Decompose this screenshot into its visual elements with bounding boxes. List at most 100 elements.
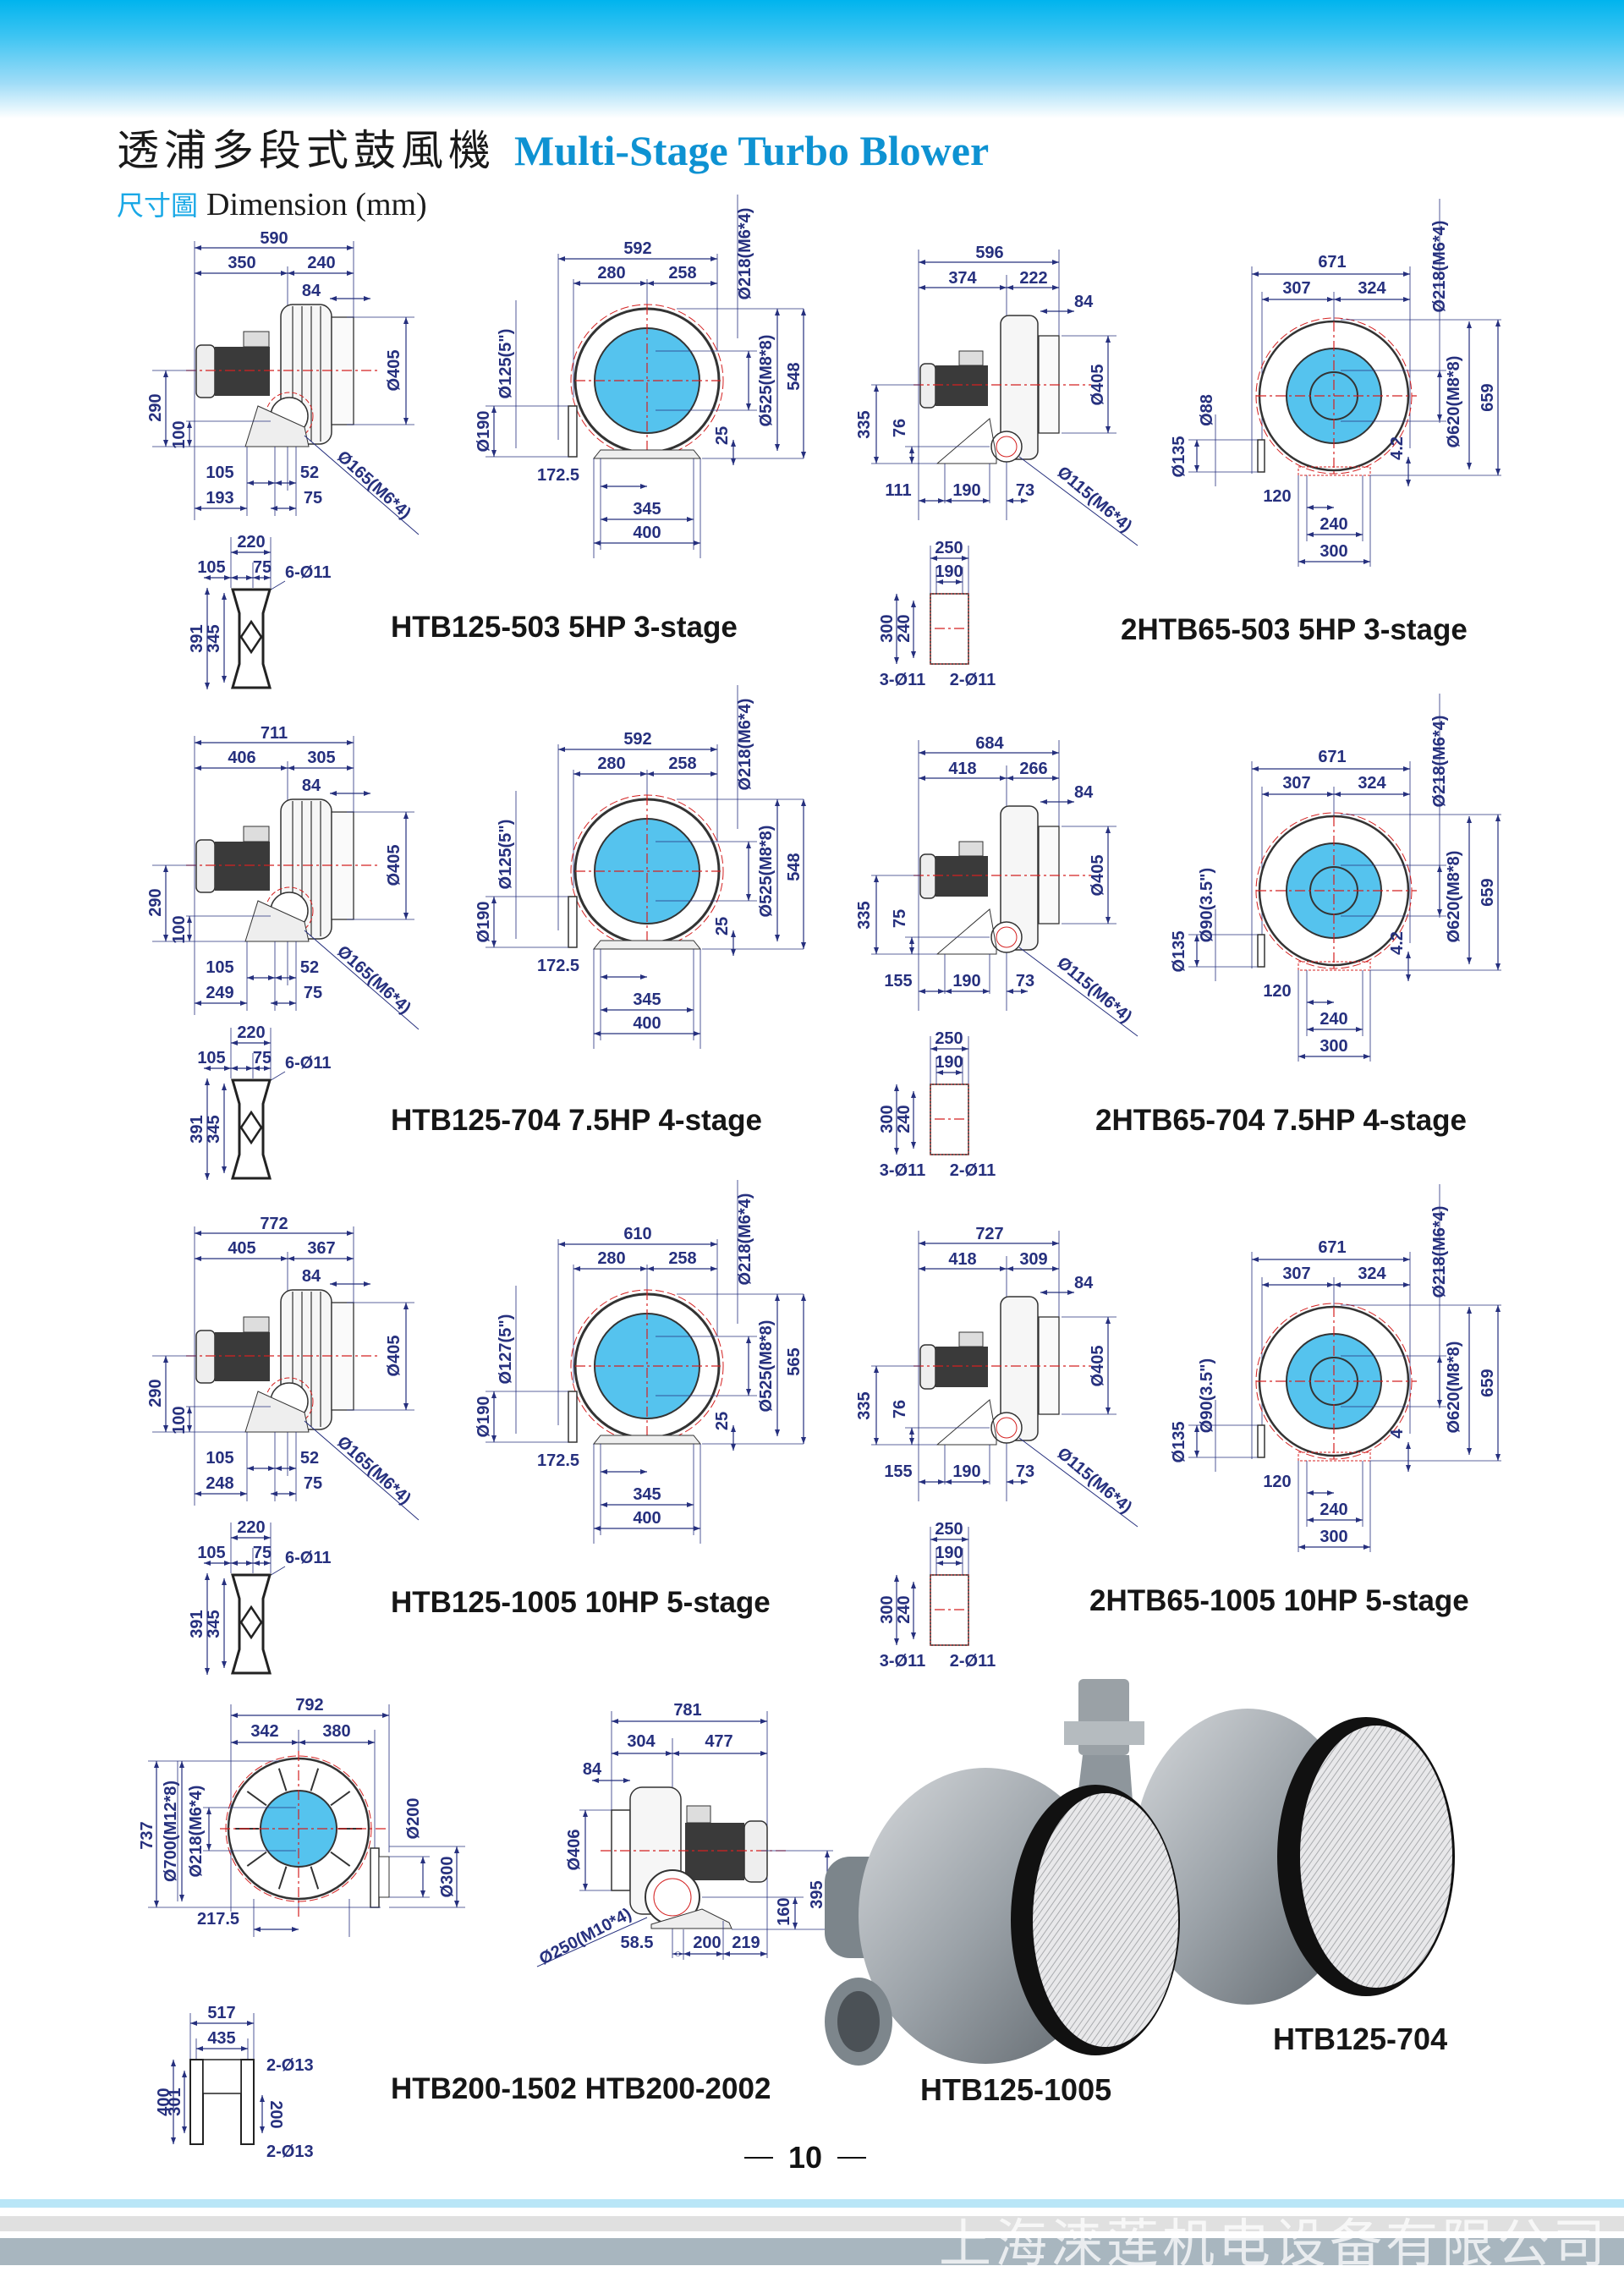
terminal-box (243, 331, 270, 348)
dimension-label: Ø218(M6*4) (1430, 1206, 1449, 1298)
dimension-label: 220 (237, 1518, 265, 1537)
motor-body (215, 1332, 270, 1381)
arrow-head-icon (936, 1070, 963, 1075)
arrow-head-icon (204, 575, 231, 580)
leader-line (304, 930, 420, 1030)
arrow-head-icon (1307, 1490, 1334, 1495)
dimension-label: 335 (855, 901, 874, 929)
mount-foot (935, 908, 997, 955)
arrow-head-icon (182, 2071, 187, 2133)
arrow-head-icon (936, 1561, 963, 1566)
dimension-label: 75 (304, 1474, 322, 1493)
mount-foot (592, 449, 702, 459)
arrow-head-icon (1040, 799, 1074, 804)
dimension-label: Ø135 (1170, 1422, 1188, 1463)
dimension-label: 367 (307, 1239, 335, 1258)
arrow-head-icon (253, 575, 271, 580)
arrow-head-icon (1040, 309, 1074, 314)
arrow-head-icon (919, 1479, 945, 1484)
dimension-label: 3-Ø11 (880, 1652, 925, 1671)
model-label: 2HTB65-1005 10HP 5-stage (1089, 1584, 1469, 1617)
arrow-head-icon (1007, 1479, 1028, 1484)
page-title: 透浦多段式鼓風機 Multi-Stage Turbo Blower (117, 117, 989, 178)
dimension-label: Ø165(M6*4) (333, 942, 414, 1018)
subtitle-chinese: 尺寸圖 (117, 189, 199, 222)
arrow-head-icon (909, 937, 914, 954)
dimension-label: 391 (188, 1610, 206, 1638)
dimension-label: 240 (895, 1105, 914, 1133)
dimension-label: 659 (1479, 383, 1497, 411)
casing-rib (246, 1791, 267, 1807)
dimension-label: 309 (1019, 1250, 1047, 1269)
dimension-label: 250 (935, 1029, 963, 1048)
dimension-label: 300 (1320, 542, 1347, 561)
dimension-label: 418 (948, 1250, 976, 1269)
dimension-label: 2-Ø13 (266, 2056, 314, 2075)
dimension-label: 217.5 (197, 1910, 239, 1929)
mount-foot (244, 900, 310, 942)
dimension-label: 2-Ø11 (950, 671, 996, 689)
dimension-label: 52 (300, 464, 319, 482)
dimension-label: 120 (1263, 1473, 1291, 1491)
arrow-head-icon (271, 1491, 296, 1496)
flange-pcd (653, 1878, 692, 1917)
arrow-head-icon (746, 842, 751, 901)
dimension-label: 105 (197, 558, 225, 577)
base-frame (231, 1078, 272, 1180)
dimension-label: Ø405 (1089, 855, 1107, 897)
arrow-head-icon (204, 1066, 231, 1071)
outlet-flange (568, 896, 578, 948)
dimension-label: 324 (1358, 774, 1386, 793)
arrow-head-icon (288, 1256, 354, 1261)
arrow-head-icon (1307, 532, 1363, 537)
arrow-head-icon (909, 447, 914, 464)
dimension-label: 155 (884, 972, 912, 990)
outlet-flange (1257, 934, 1265, 968)
dimension-label: 400 (633, 1509, 661, 1528)
arrow-head-icon (271, 506, 296, 511)
dimension-label: Ø300 (438, 1857, 457, 1898)
dimension-label: 84 (583, 1760, 602, 1779)
casing-rib (330, 1791, 351, 1807)
base-frame (231, 588, 272, 689)
arrow-head-icon (919, 498, 945, 503)
arrow-head-icon (746, 351, 751, 410)
dimension-label: 172.5 (537, 466, 579, 485)
dimension-label: 190 (935, 1544, 963, 1562)
dimension-label: 172.5 (537, 957, 579, 975)
casing-rib (310, 1866, 320, 1890)
dimension-label: 592 (623, 730, 651, 749)
leader-line (304, 1420, 420, 1521)
dimension-label: 220 (237, 1023, 265, 1042)
arrow-head-icon (275, 480, 296, 486)
dimension-label: 84 (1074, 783, 1094, 802)
arrow-head-icon (731, 440, 736, 465)
arrow-head-icon (1194, 1425, 1199, 1457)
mount-foot (1298, 1451, 1371, 1462)
model-label: 2HTB65-503 5HP 3-stage (1121, 613, 1468, 646)
dimension-label: 52 (300, 1449, 319, 1468)
dimension-label: Ø405 (385, 1336, 403, 1377)
leader-line (1018, 946, 1138, 1037)
casing-rib (277, 1866, 288, 1890)
arrow-head-icon (190, 2021, 254, 2026)
dimension-label: 76 (891, 1400, 909, 1418)
dimension-label: 345 (633, 500, 661, 518)
dimension-label: 120 (1263, 487, 1291, 506)
dimension-label: 75 (891, 909, 909, 928)
dimension-label: 4.2 (1388, 436, 1407, 460)
motor-end-cap (919, 1344, 936, 1390)
dimension-label: 548 (785, 853, 804, 881)
dimension-label: Ø525(M8*8) (757, 335, 776, 427)
dimension-label: 76 (891, 419, 909, 437)
dimension-label: 280 (597, 1249, 625, 1268)
